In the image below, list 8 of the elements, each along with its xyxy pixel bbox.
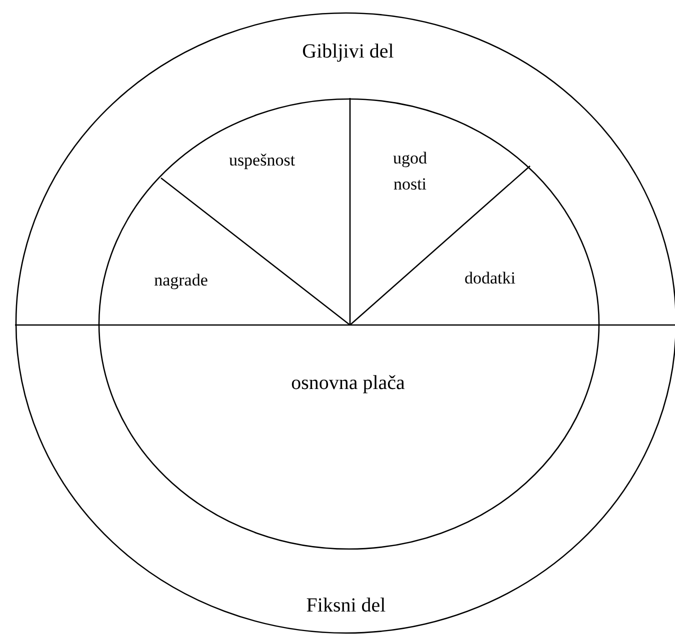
sector-label: ugod nosti [388, 146, 432, 196]
inner-circle [98, 98, 600, 550]
region-label: Fiksni del [306, 594, 386, 618]
region-label: Gibljivi del [302, 40, 394, 64]
sector-label: uspešnost [228, 147, 296, 173]
sector-label: nagrade [154, 267, 208, 293]
sector-label: dodatki [464, 265, 516, 291]
sector-label: osnovna plača [291, 368, 405, 398]
